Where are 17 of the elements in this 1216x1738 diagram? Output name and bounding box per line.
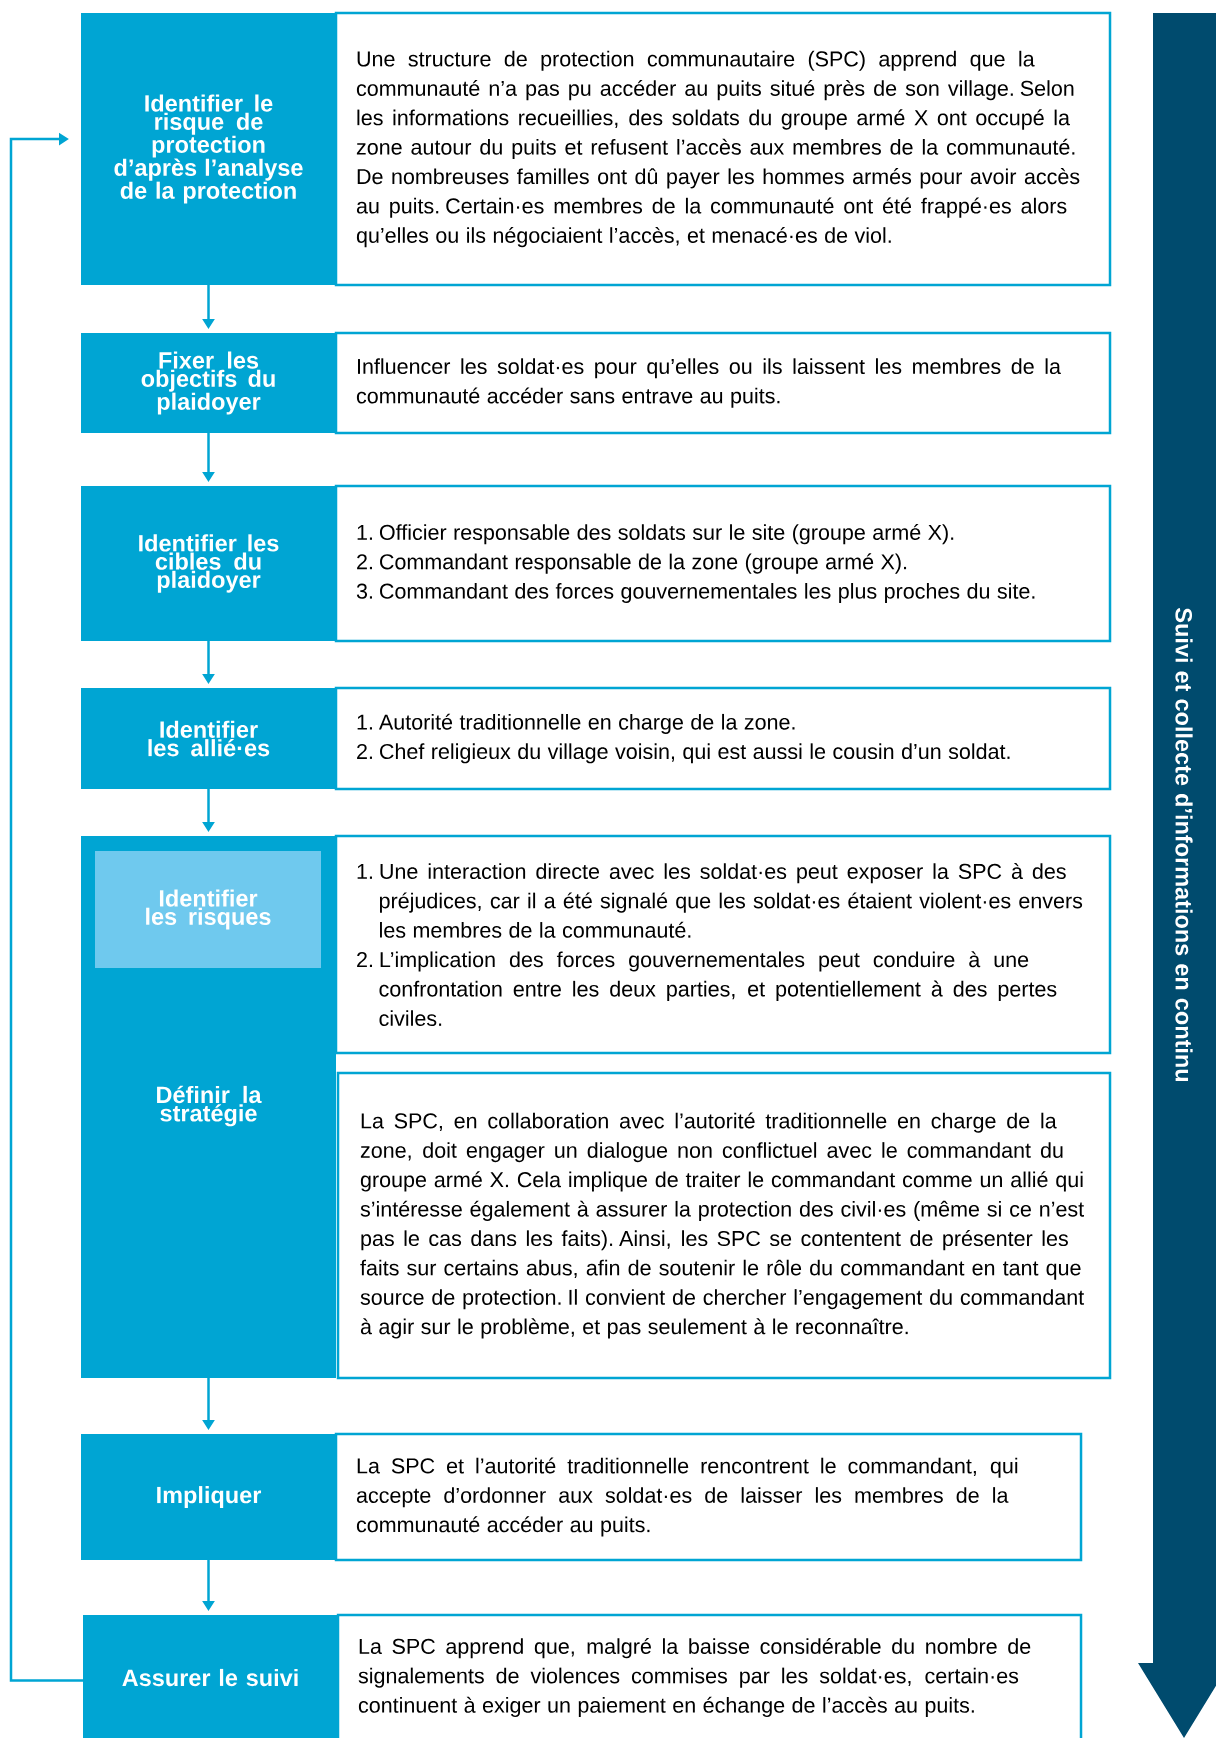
step-box: Fixer les objectifs du plaidoyer xyxy=(81,333,336,433)
description-box: 1. Officier responsable des soldats sur le site (groupe armé X). 2. Commandant responsable de la zone (groupe armé X). 3. Commandant des forces gouvernementales les plus proches du site. xyxy=(334,484,1112,643)
step-box: Identifier les allié·es xyxy=(81,688,336,789)
description-box: La SPC, en collaboration avec l’autorité traditionnelle en charge de la zone, doit engager un dialogue non conflictuel avec le commandant du groupe armé X. Cela implique de traiter le commandant comme un allié qui s’intéresse également à assurer la protection des civil·es (même si ce n’est pas le cas dans les faits). Ainsi, les SPC se contentent de présenter les faits sur certains abus, afin de soutenir le rôle du commandant en tant que source de protection. Il convient de chercher l’engagement du commandant à agir sur le problème, et pas seulement à le reconnaître. xyxy=(336,1071,1112,1380)
description-box: Une structure de protection communautaire (SPC) apprend que la communauté n’a pas pu accéder au puits situé près de son village. Selon les informations recueillies, des soldats du groupe armé X ont occupé la zone autour du puits et refusent l’accès aux membres de la communauté. De nombreuses familles ont dû payer les hommes armés pour avoir accès au puits. Certain·es membres de la communauté ont été frappé·es alors qu’elles ou ils négociaient l’accès, et menacé·es de viol. xyxy=(334,11,1112,287)
step-box: Identifier les risques xyxy=(95,851,321,968)
description-box: La SPC et l’autorité traditionnelle rencontrent le commandant, qui accepte d’ordonner aux soldat·es de laisser les membres de la communauté accéder au puits. xyxy=(334,1432,1083,1562)
description-box: 1. Une interaction directe avec les soldat·es peut exposer la SPC à des préjudices, car il a été signalé que les soldat·es étaient violent·es envers les membres de la communauté. 2. L’implication des forces gouvernementales peut conduire à une confrontation entre les deux parties, et potentiellement à des pertes civiles. xyxy=(334,834,1112,1055)
node-label: Définir la stratégie xyxy=(157,1085,262,1127)
step-box: Assurer le suivi xyxy=(83,1615,338,1738)
step-box: Impliquer xyxy=(81,1434,336,1560)
arrow xyxy=(9,132,83,1682)
description-box: La SPC apprend que, malgré la baisse considérable du nombre de signalements de violences commises par les soldat·es, certain·es continuent à exiger un paiement en échange de l’accès au puits. xyxy=(336,1613,1083,1738)
step-box: Identifier le risque de protection d’après l’analyse de la protection xyxy=(81,13,336,285)
step-box: Identifier les cibles du plaidoyer xyxy=(81,486,336,641)
description-box: 1. Autorité traditionnelle en charge de la zone. 2. Chef religieux du village voisin, qui est aussi le cousin d’un soldat. xyxy=(334,686,1112,791)
description-box: Influencer les soldat·es pour qu’elles ou ils laissent les membres de la communauté accéder sans entrave au puits. xyxy=(334,331,1112,435)
